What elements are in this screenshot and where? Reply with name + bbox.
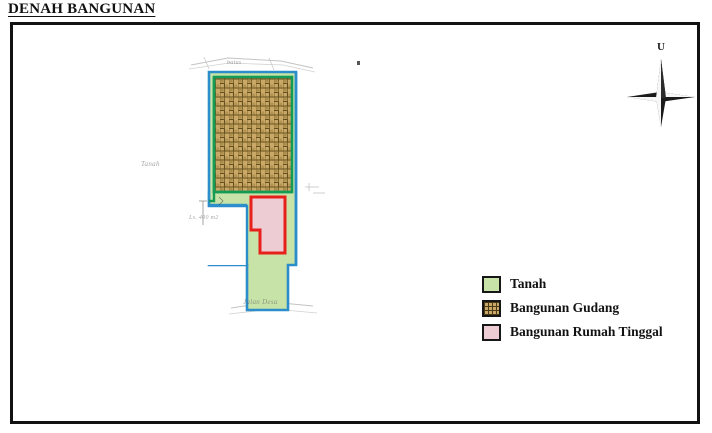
legend-swatch-tanah [482, 275, 501, 293]
compass-rose: U [621, 41, 701, 133]
compass-north-label: U [657, 41, 665, 53]
compass-star-icon [627, 59, 695, 127]
annotation-batas-atas: batas [227, 60, 242, 66]
rumah-tinggal-building [249, 195, 287, 255]
annotation-tanah-left: Tanah [141, 160, 160, 168]
gudang-building [212, 75, 294, 194]
tanah-west-edge [207, 191, 249, 266]
legend-label-gudang: Bangunan Gudang [510, 300, 620, 316]
survey-marks-east [305, 183, 325, 194]
legend-item-rumah-tinggal: Bangunan Rumah Tinggal [482, 321, 697, 343]
ink-speck [357, 61, 360, 65]
plan-frame: Tanah Ls. 400 m2 Jalan Desa batas U Tana… [10, 22, 700, 424]
legend-label-tanah: Tanah [510, 276, 547, 292]
survey-ticks [199, 196, 224, 225]
legend-label-rumah-tinggal: Bangunan Rumah Tinggal [510, 324, 663, 340]
annotation-jalan-bawah: Jalan Desa [243, 298, 278, 306]
annotation-luas: Ls. 400 m2 [189, 215, 219, 221]
page-title: DENAH BANGUNAN [8, 1, 156, 17]
legend-swatch-gudang [482, 299, 501, 317]
legend-swatch-rumah-tinggal [482, 323, 501, 341]
legend-item-tanah: Tanah [482, 273, 697, 295]
site-plan-drawing [188, 56, 360, 315]
legend-item-gudang: Bangunan Gudang [482, 297, 697, 319]
gudang-outline-extension [209, 192, 216, 203]
pencil-boundary-top [188, 56, 316, 73]
legend: Tanah Bangunan Gudang Bangunan Rumah Tin… [482, 273, 697, 345]
